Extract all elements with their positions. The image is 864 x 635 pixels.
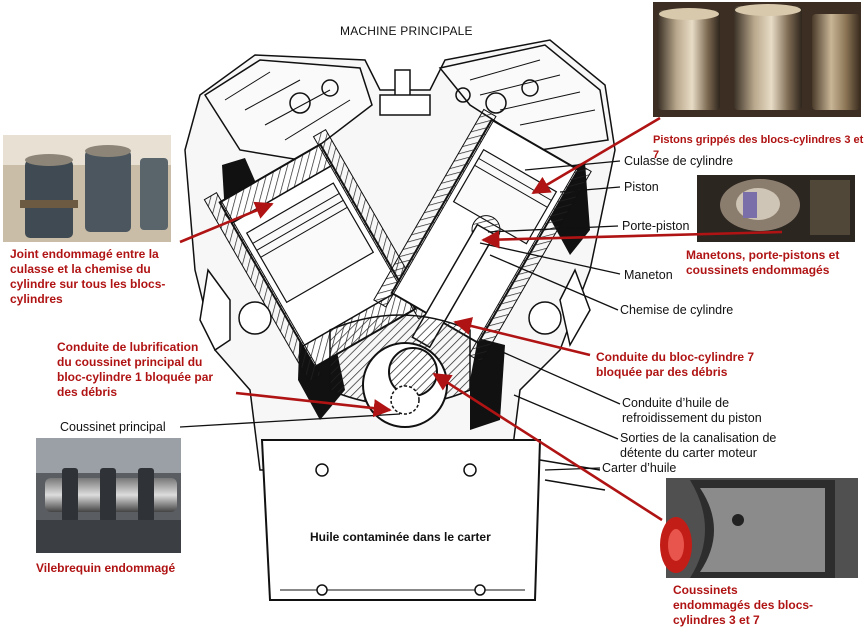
damage-conduite-bloc7: Conduite du bloc-cylindre 7 bloquée par … — [596, 350, 755, 379]
label-coussinet-principal: Coussinet principal — [60, 420, 166, 434]
damage-joint: Joint endommagé entre la culasse et la c… — [10, 247, 166, 306]
red-arrows — [179, 116, 783, 522]
label-huile-contaminee: Huile contaminée dans le carter — [310, 530, 491, 544]
damage-conduite-lub: Conduite de lubrification du coussinet p… — [57, 340, 214, 399]
label-chemise: Chemise de cylindre — [620, 303, 734, 317]
photo-pistons-grippes — [653, 2, 861, 117]
label-sorties: Sorties de la canalisation de détente du… — [620, 431, 777, 460]
label-piston: Piston — [624, 180, 659, 194]
damage-pistons-grippes: Pistons grippés des blocs-cylindres 3 et… — [653, 134, 864, 161]
label-culasse: Culasse de cylindre — [624, 154, 734, 168]
label-maneton: Maneton — [624, 268, 673, 282]
photo-vilebrequin — [36, 438, 181, 553]
photo-coussinets — [660, 478, 858, 578]
label-carter-huile: Carter d’huile — [602, 461, 677, 475]
damage-manetons: Manetons, porte-pistons et coussinets en… — [686, 248, 840, 277]
label-porte-piston: Porte-piston — [622, 219, 690, 233]
damage-coussinets: Coussinets endommagés des blocs- cylindr… — [673, 583, 814, 627]
damage-vilebrequin: Vilebrequin endommagé — [36, 561, 176, 575]
page-title: MACHINE PRINCIPALE — [340, 24, 473, 38]
photo-joint — [3, 135, 171, 242]
photo-manetons — [697, 175, 855, 242]
label-conduite-huile: Conduite d’huile de refroidissement du p… — [622, 396, 762, 425]
leader-lines — [179, 160, 621, 471]
